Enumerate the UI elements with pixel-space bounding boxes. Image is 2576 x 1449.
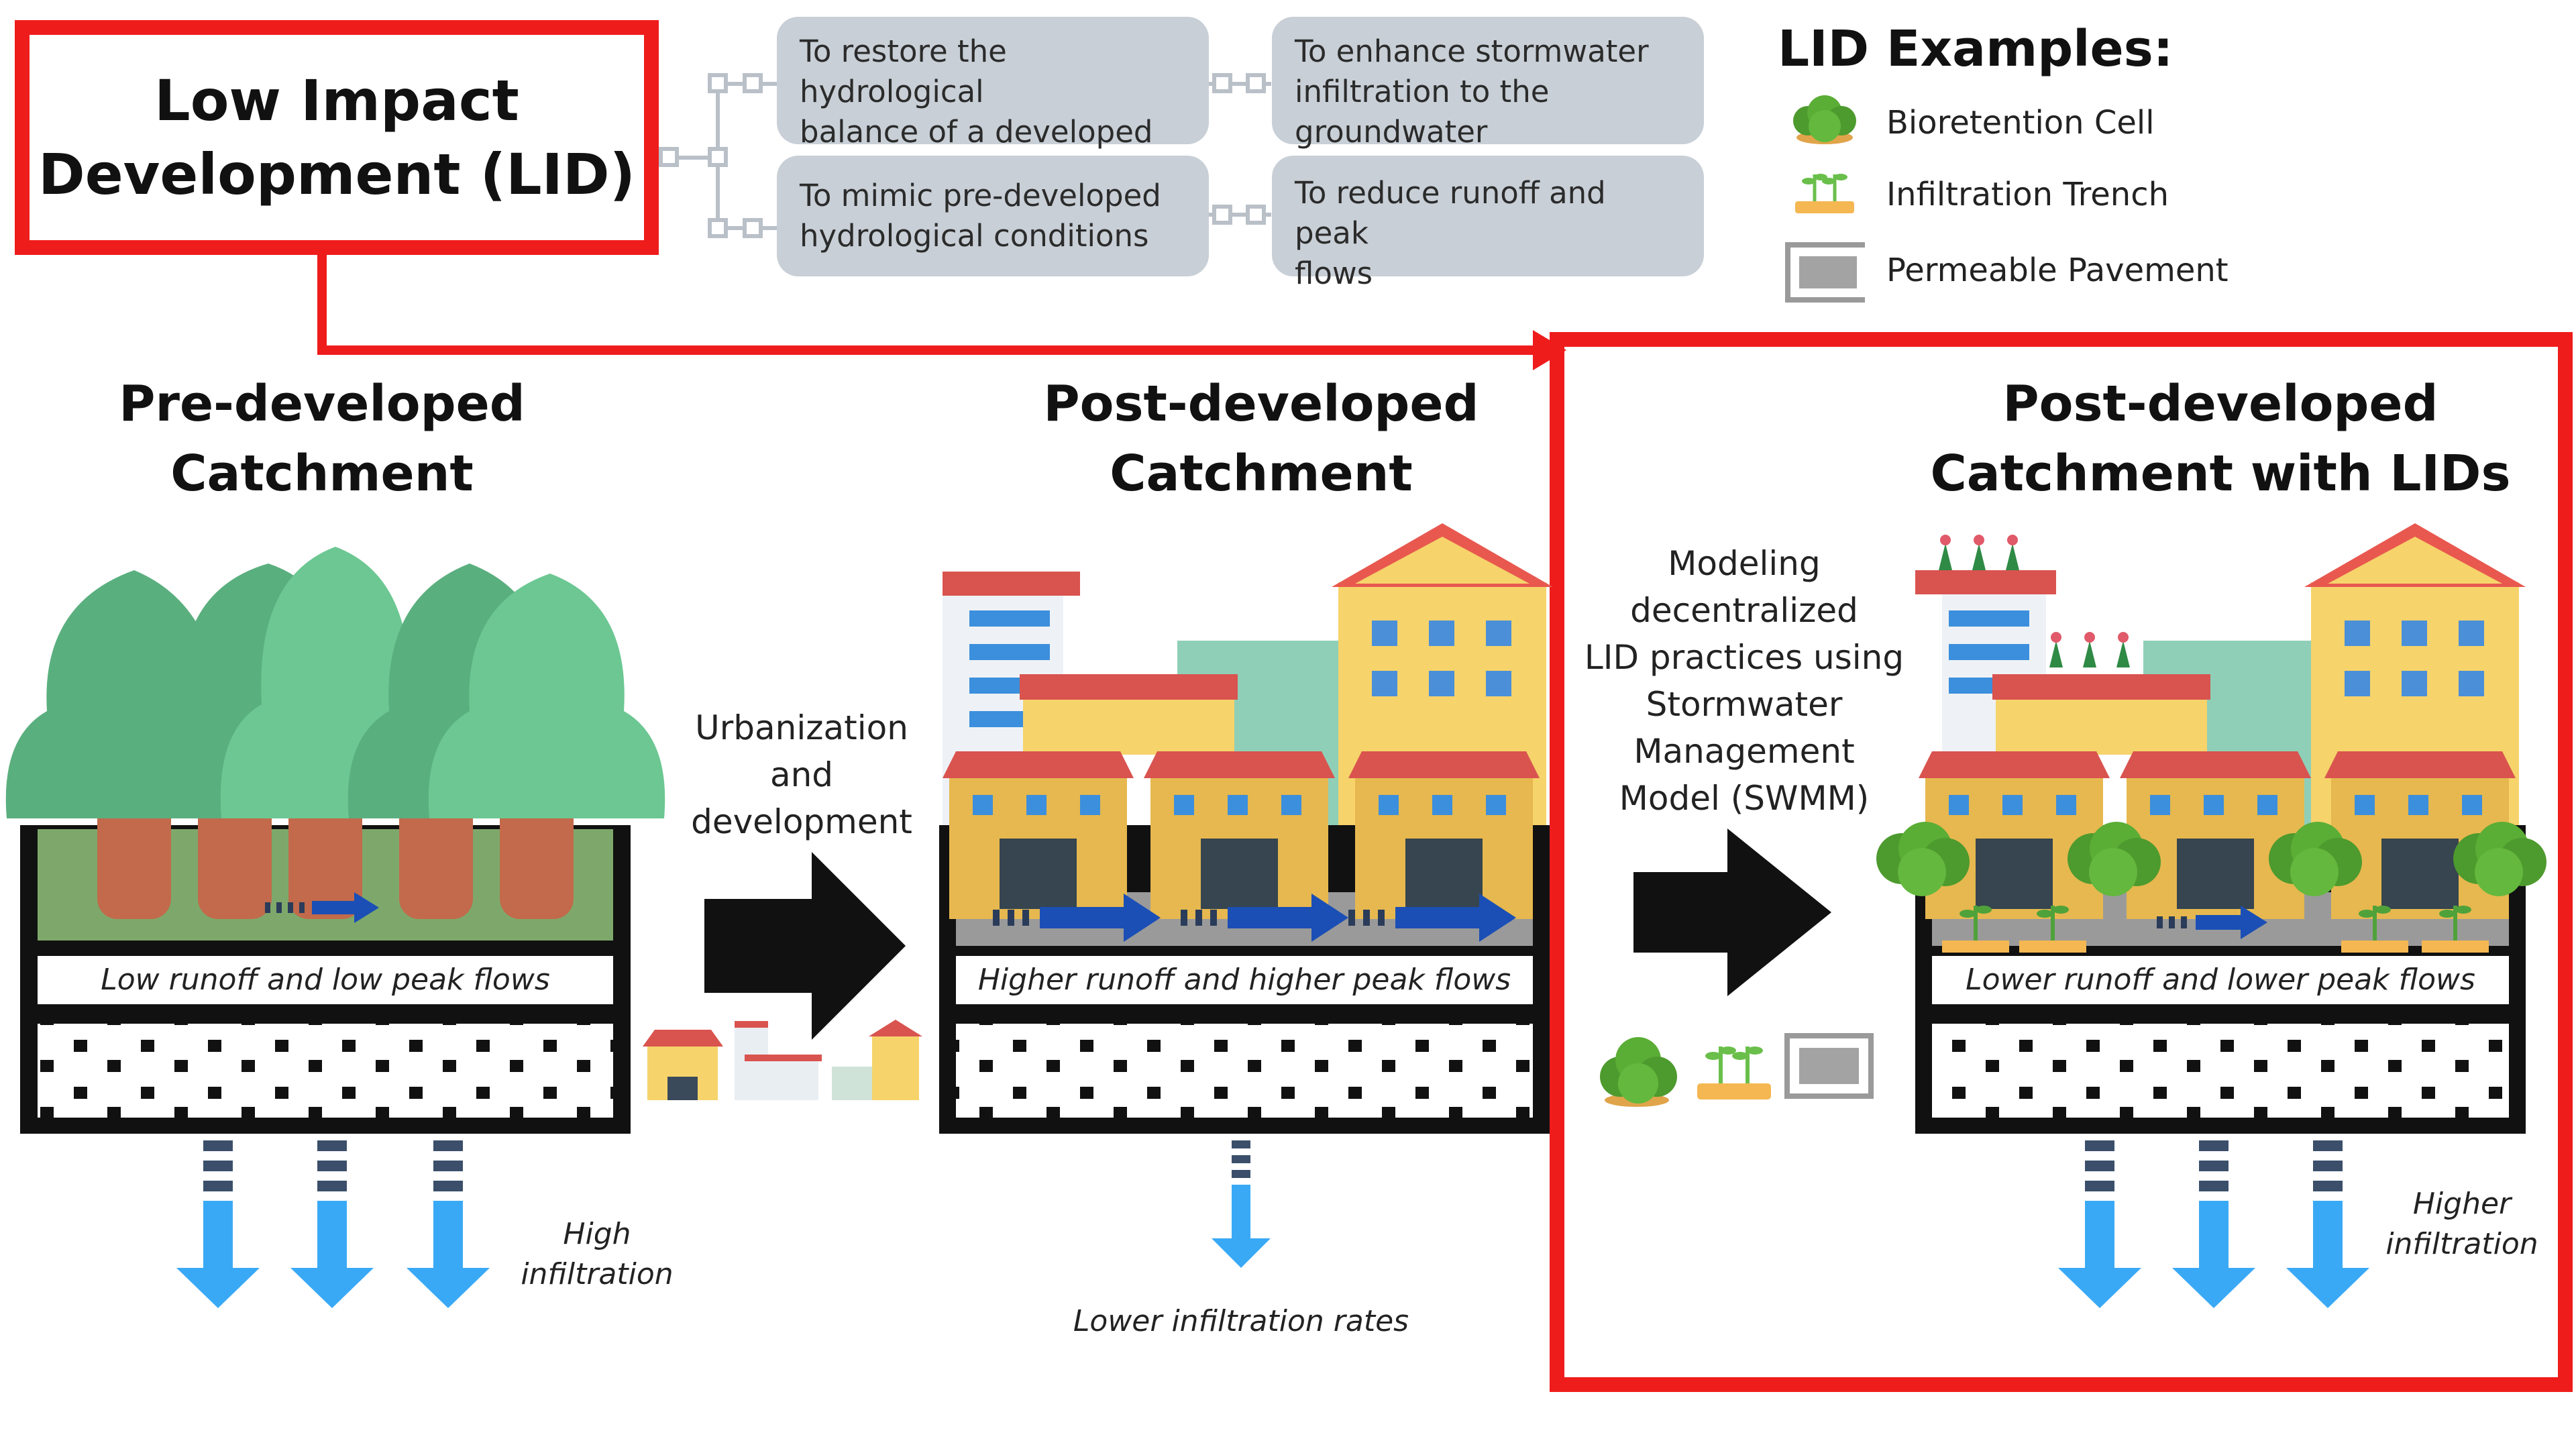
goal-text: To reduce runoff and peak (1295, 175, 1606, 251)
goal-box-mimic-conditions: To mimic pre-developed hydrological cond… (777, 156, 1209, 276)
text-line: and (769, 755, 834, 794)
goal-text: groundwater (1295, 114, 1488, 150)
bioretention-bushes (1876, 822, 2546, 896)
legend-label-permeable-pavement: Permeable Pavement (1886, 252, 2229, 289)
lid-icons-row (1600, 1033, 1874, 1107)
post-runoff-arrows (993, 894, 1516, 942)
goal-connectors (659, 73, 1271, 238)
modeling-text: Modeling decentralized LID practices usi… (1583, 540, 1905, 822)
post-developed-title: Post-developed Catchment (993, 369, 1529, 508)
lid-title-box: Low Impact Development (LID) (15, 20, 659, 255)
text-line: decentralized (1630, 591, 1858, 630)
pre-developed-catchment (5, 547, 665, 1308)
post-developed-lid-title: Post-developed Catchment with LIDs (1898, 369, 2542, 508)
permeable-pavement-icon (1785, 242, 1865, 303)
goal-box-reduce-runoff: To reduce runoff and peak flows (1272, 156, 1704, 291)
infiltration-trench-icon (1795, 174, 1854, 213)
post-houses (943, 751, 1540, 919)
title-line: Pre-developed (119, 375, 525, 433)
lid-runoff-arrow (2157, 906, 2267, 939)
text-line: infiltration (521, 1257, 674, 1291)
title-line: Catchment (1110, 445, 1413, 502)
goal-text: balance of a developed (800, 114, 1153, 150)
title-line: Post-developed (1043, 375, 1479, 433)
post-developed-catchment (939, 523, 1553, 1268)
infiltration-trench-icon (1697, 1046, 1771, 1099)
red-connector-line (317, 255, 1543, 355)
lid-infiltration-label: Higher infiltration (2375, 1184, 2549, 1265)
text-line: development (691, 802, 912, 841)
legend-label-bioretention: Bioretention Cell (1886, 104, 2155, 142)
text-line: Model (SWMM) (1619, 779, 1870, 818)
modeling-arrow (1633, 828, 1831, 996)
permeable-pavement-icon (1784, 1033, 1874, 1099)
bioretention-cell-icon (1793, 95, 1856, 144)
pre-infiltration-label: High infiltration (510, 1214, 684, 1295)
lid-houses (1919, 751, 2516, 919)
lid-flow-label: Lower runoff and lower peak flows (1932, 958, 2509, 1002)
post-flow-label: Higher runoff and higher peak flows (956, 958, 1533, 1002)
tree-canopies (5, 547, 665, 818)
post-infiltration-arrow (1212, 1140, 1271, 1268)
title-line: Catchment with LIDs (1930, 445, 2511, 502)
text-line: infiltration (2385, 1227, 2538, 1261)
text-line: Urbanization (695, 708, 908, 747)
lid-title-line1: Low Impact (154, 68, 519, 133)
post-infiltration-label: Lower infiltration rates (1073, 1304, 1409, 1338)
text-line: LID practices using (1584, 638, 1904, 677)
goal-text: To mimic pre-developed (800, 178, 1161, 213)
lid-title: Low Impact Development (LID) (38, 64, 635, 211)
text-line: Management (1633, 732, 1855, 771)
title-line: Post-developed (2002, 375, 2438, 433)
text-line: Modeling (1668, 544, 1821, 583)
goal-text: To enhance stormwater (1295, 34, 1649, 69)
title-line: Catchment (170, 445, 474, 502)
legend-label-infiltration-trench: Infiltration Trench (1886, 176, 2169, 213)
goal-text: infiltration to the (1295, 74, 1550, 109)
urbanization-text: Urbanization and development (678, 704, 926, 845)
pre-runoff-arrow (265, 892, 379, 923)
legend-title: LID Examples: (1778, 20, 2174, 78)
goal-text: hydrological conditions (800, 218, 1149, 254)
legend-icons (1785, 95, 1865, 303)
green-roof-plants (1939, 535, 2130, 667)
text-line: Stormwater (1646, 685, 1843, 724)
goal-text: To restore the hydrological (800, 34, 1007, 109)
lid-catchment (1876, 523, 2546, 1308)
lid-infiltration-arrows (2058, 1140, 2369, 1308)
bioretention-cell-icon (1600, 1037, 1677, 1107)
goal-box-enhance-infiltration: To enhance stormwater infiltration to th… (1272, 17, 1704, 150)
goal-box-restore-balance: To restore the hydrological balance of a… (777, 17, 1209, 190)
pre-developed-title: Pre-developed Catchment (54, 369, 590, 508)
text-line: Higher (2412, 1187, 2512, 1221)
text-line: High (563, 1217, 631, 1251)
lid-panel-frame (1550, 332, 2573, 1392)
small-buildings-icon (643, 1020, 922, 1100)
urbanization-arrow (704, 852, 906, 1040)
goal-text: flows (1295, 256, 1373, 291)
lid-title-line2: Development (LID) (38, 142, 636, 207)
pre-flow-label: Low runoff and low peak flows (38, 958, 613, 1002)
trench-plants (1942, 906, 2489, 953)
pre-infiltration-arrows (176, 1140, 490, 1308)
